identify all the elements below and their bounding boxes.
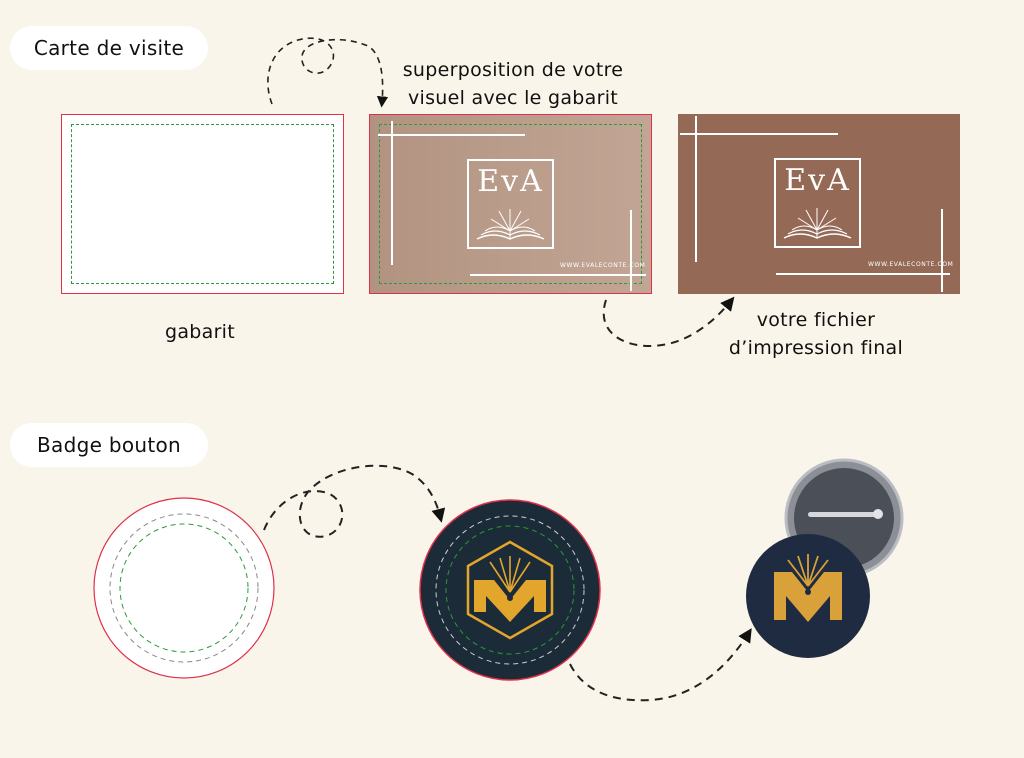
arrow-template-to-overlay [267,37,389,108]
label-template: gabarit [130,318,270,346]
section-pill-button-badge: Badge bouton [10,423,208,467]
label-template-text: gabarit [164,321,236,343]
open-book-icon [783,208,852,239]
badge-overlay [419,499,601,681]
template-safe-zone [71,124,334,284]
label-overlay: superposition de votre visuel avec le ga… [368,56,658,112]
card-logo-text: EvA [477,164,544,199]
card-logo-text: EvA [784,163,851,198]
label-overlay-line2: visuel avec le gabarit [407,87,619,109]
template-card [61,114,344,294]
arrow-badge-template-to-overlay [263,464,446,538]
section-title: Badge bouton [37,433,181,457]
arrow-overlay-to-final [602,296,735,348]
overlay-safe-zone [379,124,642,284]
overlay-card: EvA WWW.EVALECONTE.COM [369,114,652,294]
open-book-icon [476,209,545,240]
card-url: WWW.EVALECONTE.COM [868,261,954,268]
card-logo: EvA [774,158,861,248]
label-final: votre fichier d’impression final [706,306,926,362]
section-title: Carte de visite [33,36,185,60]
label-overlay-line1: superposition de votre [402,59,624,81]
label-final-line2: d’impression final [728,337,904,359]
arrow-badge-overlay-to-final [569,628,752,702]
section-pill-business-card: Carte de visite [10,26,208,70]
final-card-frame-lines [680,116,950,292]
card-logo: EvA [467,159,554,249]
overlay-card-frame-lines [378,121,646,291]
badge-template [93,497,275,679]
label-final-line1: votre fichier [756,309,876,331]
final-card: EvA WWW.EVALECONTE.COM [678,114,960,294]
badge-logo [466,540,554,640]
badge-front [746,534,870,658]
card-url: WWW.EVALECONTE.COM [560,262,646,269]
